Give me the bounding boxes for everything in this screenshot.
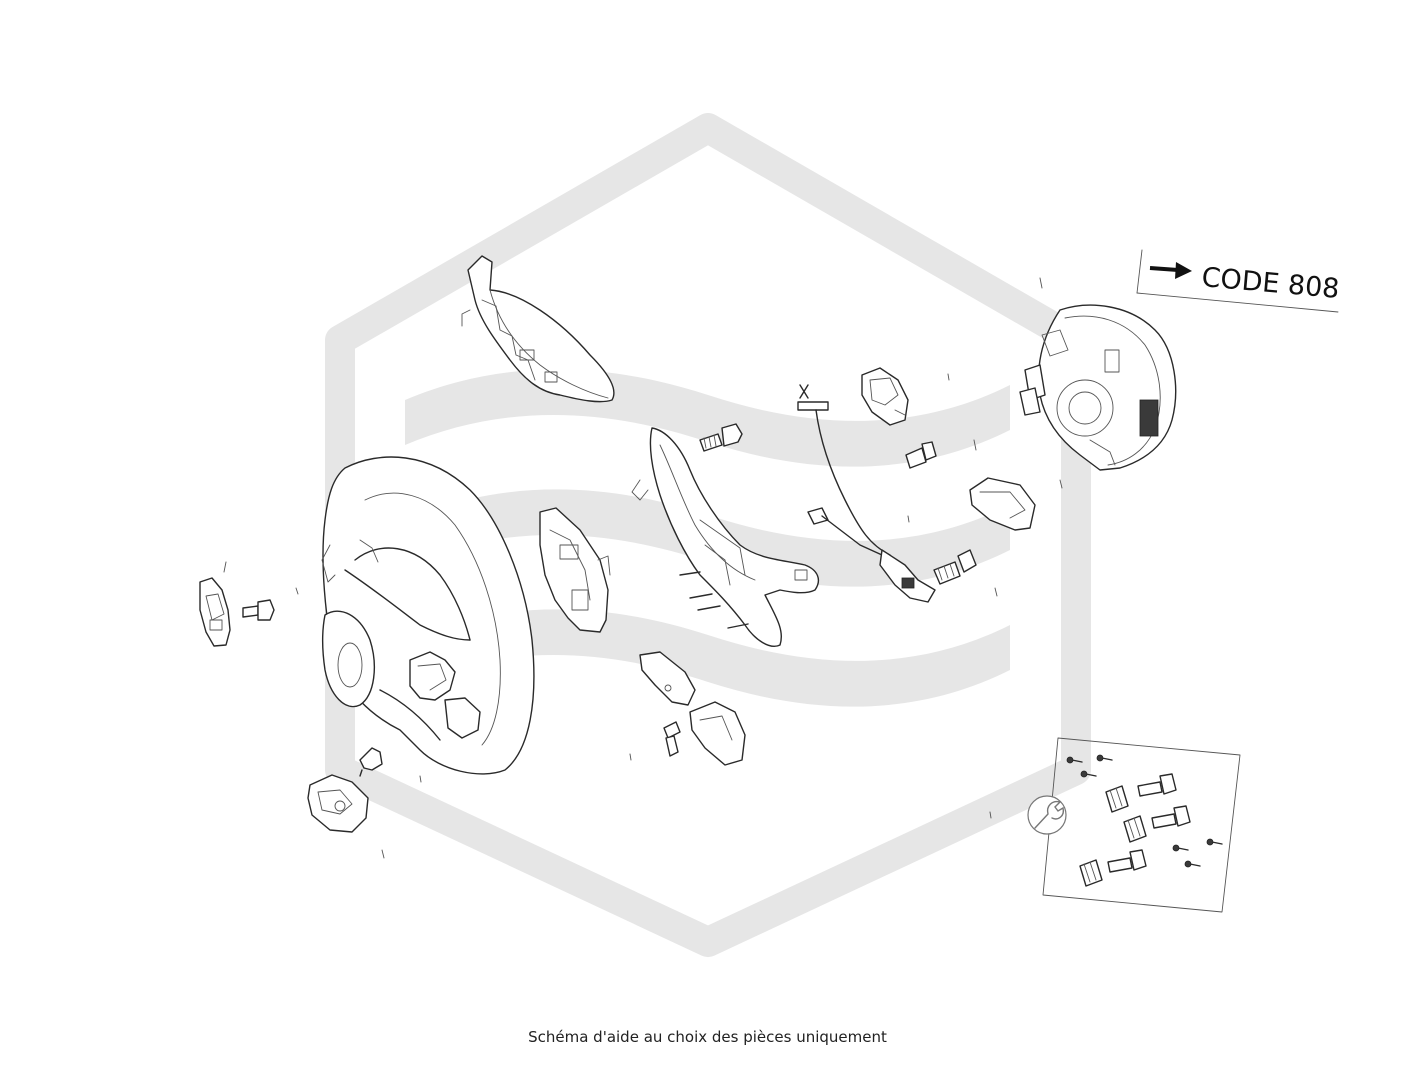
steering-wheel <box>321 456 535 775</box>
wiring-harness <box>797 384 936 603</box>
screw-right-lower <box>933 549 998 597</box>
tick-marks <box>295 373 992 819</box>
switch-module-upper-right <box>861 367 909 426</box>
spring-screws <box>1079 785 1147 887</box>
lower-left-switch <box>307 774 385 859</box>
wrench-icon <box>1027 795 1067 835</box>
steering-housing-frame <box>631 427 820 647</box>
screw-right-middle <box>905 439 977 469</box>
code-808-label: CODE 808 <box>1136 249 1341 313</box>
screw-left <box>242 599 275 621</box>
small-screws <box>1066 754 1223 868</box>
screw-lower-center <box>663 721 681 757</box>
left-paddle-shifter <box>199 561 231 647</box>
airbag-module <box>1019 277 1177 471</box>
arrow-right-icon <box>1149 262 1192 279</box>
lower-cover <box>639 651 746 766</box>
screw-frame-top <box>699 423 743 452</box>
code-label-text: CODE 808 <box>1200 262 1340 305</box>
wiring-clips <box>679 571 749 629</box>
switch-module-left <box>539 507 611 633</box>
bolts <box>1107 773 1191 873</box>
hardware-kit <box>1027 737 1241 913</box>
switch-module-right <box>969 477 1063 531</box>
diagram-caption: Schéma d'aide au choix des pièces unique… <box>528 1028 887 1046</box>
upper-trim-cover <box>461 255 615 403</box>
screw-lower-left <box>359 747 383 777</box>
